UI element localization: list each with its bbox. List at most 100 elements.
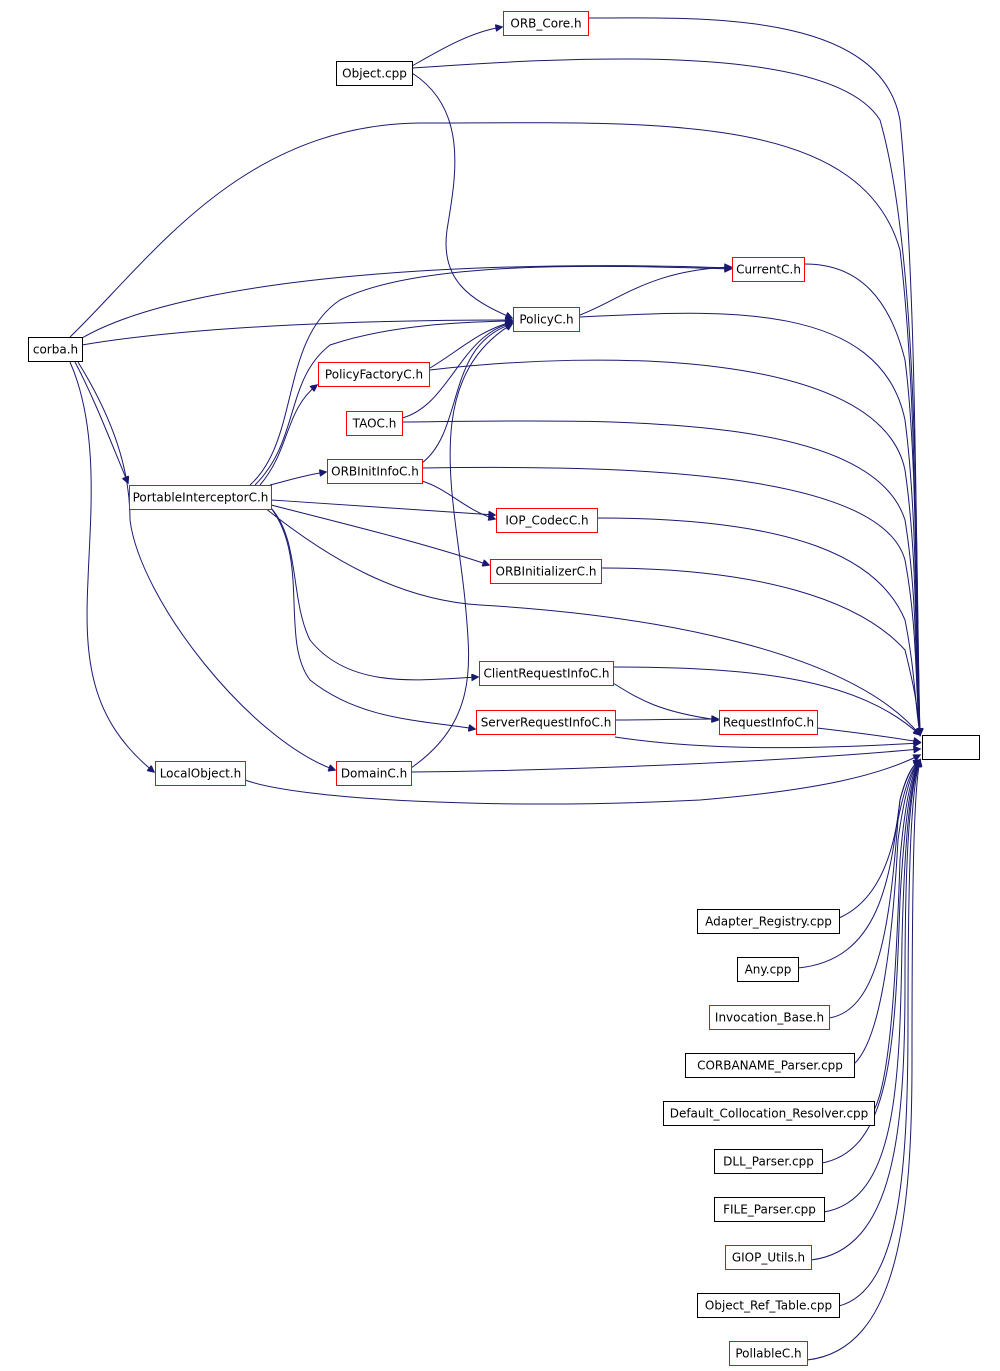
node-portableinterceptorc-h[interactable]: PortableInterceptorC.h	[129, 485, 272, 510]
node-label: RequestInfoC.h	[723, 716, 814, 730]
node-box[interactable]	[490, 559, 602, 584]
node-box[interactable]	[346, 411, 403, 436]
edge-object_cpp-to-orb_core_h	[411, 27, 502, 67]
edge-domainc_h-to-policyc_h	[410, 324, 512, 769]
node-box[interactable]	[714, 1149, 823, 1174]
edge-requestinfoc_h-to-object_h	[816, 727, 920, 742]
node-box[interactable]	[513, 307, 580, 332]
node-box[interactable]	[729, 1341, 808, 1366]
node-box[interactable]	[714, 1197, 825, 1222]
node-box[interactable]	[732, 257, 805, 282]
node-label: PolicyFactoryC.h	[325, 368, 423, 382]
node-label: corba.h	[33, 343, 78, 357]
edge-clientrequestinfoc_h-to-object_h	[612, 666, 920, 735]
node-currentc-h[interactable]: CurrentC.h	[732, 257, 805, 282]
node-label: Adapter_Registry.cpp	[705, 915, 832, 929]
node-box[interactable]	[327, 459, 423, 484]
node-label: Object.h	[926, 741, 977, 755]
edge-corba_h-to-domainc_h	[77, 361, 335, 770]
node-iop-codecc-h[interactable]: IOP_CodecC.h	[496, 508, 598, 533]
node-box[interactable]	[503, 11, 589, 36]
edge-orb_core_h-to-object_h	[588, 17, 920, 735]
edge-taoc_h-to-object_h	[401, 420, 920, 735]
node-default-collocation-resolver-cpp[interactable]: Default_Collocation_Resolver.cpp	[663, 1101, 875, 1126]
node-requestinfoc-h[interactable]: RequestInfoC.h	[719, 710, 818, 735]
node-label: Object.cpp	[342, 67, 407, 81]
node-label: ServerRequestInfoC.h	[481, 716, 612, 730]
node-label: DomainC.h	[341, 767, 407, 781]
node-any-cpp[interactable]: Any.cpp	[737, 957, 799, 982]
node-label: Object_Ref_Table.cpp	[705, 1299, 832, 1313]
node-adapter-registry-cpp[interactable]: Adapter_Registry.cpp	[697, 909, 840, 934]
node-localobject-h[interactable]: LocalObject.h	[155, 761, 246, 786]
node-object-ref-table-cpp[interactable]: Object_Ref_Table.cpp	[697, 1293, 840, 1318]
edge-dll_parser_cpp-to-object_h	[821, 760, 920, 1164]
node-box[interactable]	[737, 957, 799, 982]
edge-clientrequestinfoc_h-to-requestinfoc_h	[612, 682, 718, 720]
edge-portableinterceptorc_h-to-object_h	[264, 507, 920, 735]
edge-corba_h-to-currentc_h	[81, 266, 731, 339]
node-box[interactable]	[336, 61, 413, 86]
node-box[interactable]	[479, 661, 614, 686]
node-label: TAOC.h	[352, 417, 397, 431]
edge-corba_h-to-object_h	[69, 122, 920, 735]
node-box[interactable]	[155, 761, 246, 786]
edge-portableinterceptorc_h-to-policyc_h	[254, 321, 512, 486]
node-object-cpp[interactable]: Object.cpp	[336, 61, 413, 86]
node-label: PollableC.h	[735, 1347, 801, 1361]
edge-portableinterceptorc_h-to-iop_codecc_h	[270, 499, 495, 515]
node-box[interactable]	[697, 1293, 840, 1318]
node-label: IOP_CodecC.h	[505, 514, 588, 528]
edge-serverrequestinfoc_h-to-requestinfoc_h	[614, 719, 718, 720]
edge-policyc_h-to-currentc_h	[579, 267, 731, 316]
node-taoc-h[interactable]: TAOC.h	[346, 411, 403, 436]
node-box[interactable]	[318, 362, 430, 387]
node-file-parser-cpp[interactable]: FILE_Parser.cpp	[714, 1197, 825, 1222]
node-giop-utils-h[interactable]: GIOP_Utils.h	[725, 1245, 812, 1270]
edge-orbinitinfoc_h-to-policyc_h	[421, 324, 512, 464]
node-box[interactable]	[496, 508, 598, 533]
node-serverrequestinfoc-h[interactable]: ServerRequestInfoC.h	[476, 710, 616, 735]
node-policyc-h[interactable]: PolicyC.h	[513, 307, 580, 332]
node-invocation-base-h[interactable]: Invocation_Base.h	[709, 1005, 830, 1030]
edge-orbinitinfoc_h-to-iop_codecc_h	[421, 480, 495, 519]
node-box[interactable]	[697, 909, 840, 934]
node-box[interactable]	[336, 761, 412, 786]
edge-corbaname_parser_cpp-to-object_h	[853, 760, 920, 1065]
node-domainc-h[interactable]: DomainC.h	[336, 761, 412, 786]
edge-portableinterceptorc_h-to-orbinitializerc_h	[270, 504, 489, 565]
node-label: CurrentC.h	[736, 263, 801, 277]
node-label: FILE_Parser.cpp	[723, 1203, 816, 1217]
node-orbinitializerc-h[interactable]: ORBInitializerC.h	[490, 559, 602, 584]
node-box[interactable]	[663, 1101, 875, 1126]
node-pollablec-h[interactable]: PollableC.h	[729, 1341, 808, 1366]
node-corba-h[interactable]: corba.h	[28, 337, 83, 362]
edge-policyfactoryc_h-to-object_h	[429, 359, 920, 735]
edge-corba_h-to-portableinterceptorc_h	[74, 361, 128, 483]
node-dll-parser-cpp[interactable]: DLL_Parser.cpp	[714, 1149, 823, 1174]
node-box[interactable]	[476, 710, 616, 735]
node-box[interactable]	[725, 1245, 812, 1270]
edge-domainc_h-to-object_h	[410, 749, 920, 773]
node-box[interactable]	[719, 710, 818, 735]
edge-object_ref_table_cpp-to-object_h	[838, 760, 920, 1307]
node-box[interactable]	[709, 1005, 830, 1030]
node-policyfactoryc-h[interactable]: PolicyFactoryC.h	[318, 362, 430, 387]
node-orb-core-h[interactable]: ORB_Core.h	[503, 11, 589, 36]
node-clientrequestinfoc-h[interactable]: ClientRequestInfoC.h	[479, 661, 614, 686]
node-box[interactable]	[28, 337, 83, 362]
node-corbaname-parser-cpp[interactable]: CORBANAME_Parser.cpp	[685, 1053, 855, 1078]
node-orbinitinfoc-h[interactable]: ORBInitInfoC.h	[327, 459, 423, 484]
node-object-h[interactable]: Object.h	[922, 735, 980, 760]
node-box[interactable]	[922, 735, 980, 760]
edge-policyc_h-to-object_h	[579, 312, 920, 735]
node-label: ORBInitInfoC.h	[331, 465, 419, 479]
edge-any_cpp-to-object_h	[797, 760, 920, 969]
node-box[interactable]	[685, 1053, 855, 1078]
edge-default_collocation_resolver_cpp-to-object_h	[873, 760, 920, 1111]
edge-orbinitinfoc_h-to-object_h	[421, 466, 920, 735]
node-label: CORBANAME_Parser.cpp	[697, 1059, 843, 1073]
node-box[interactable]	[129, 485, 272, 510]
